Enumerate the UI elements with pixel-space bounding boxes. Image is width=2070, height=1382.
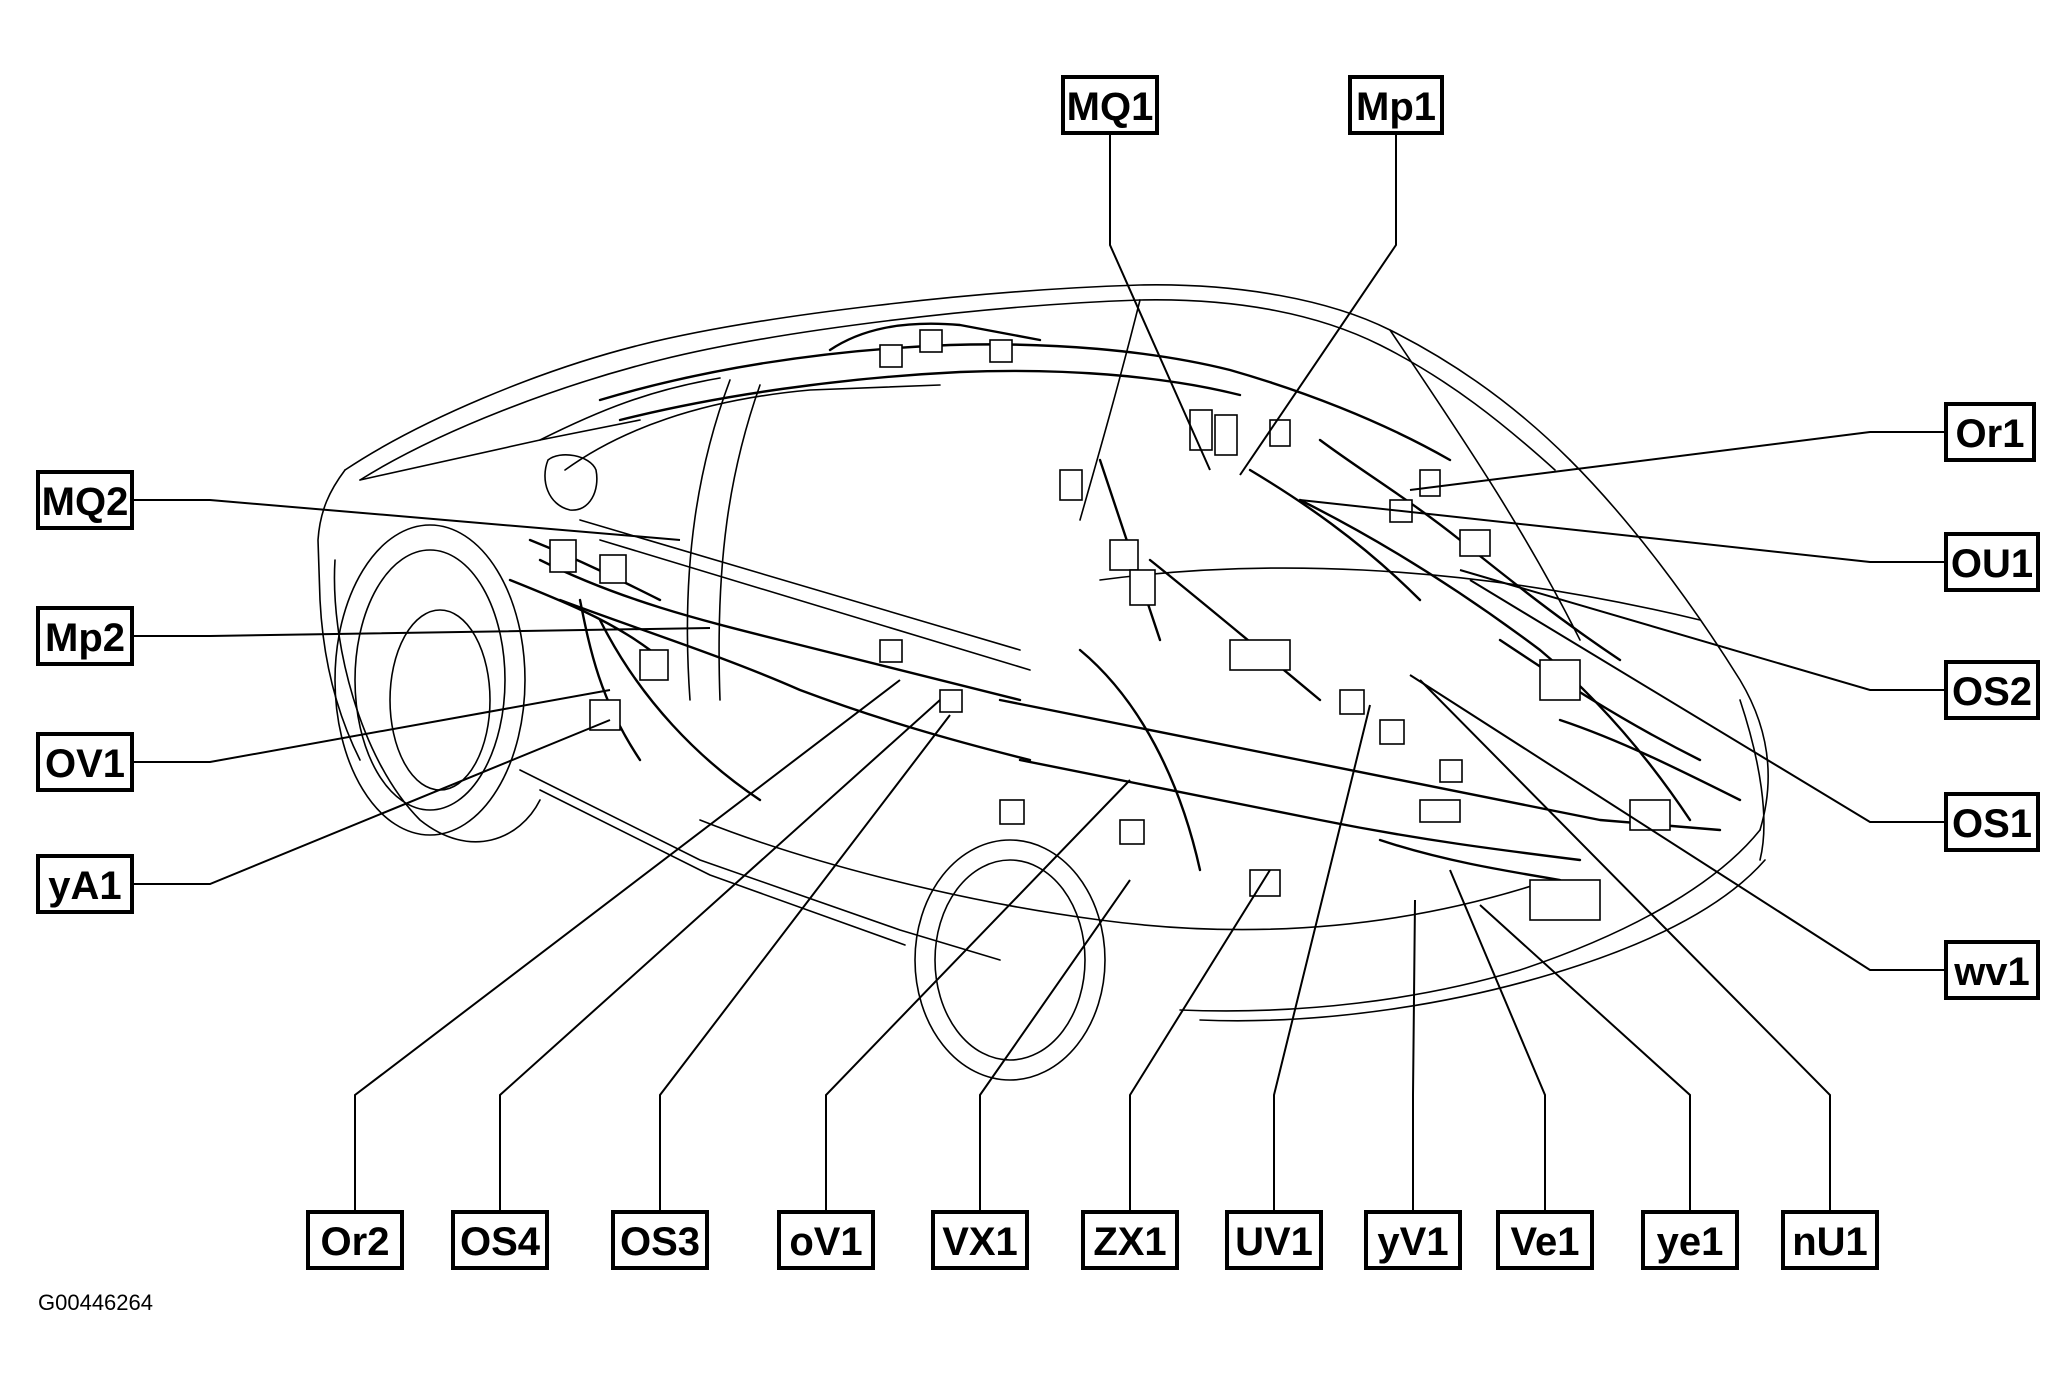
label-OS4: OS4 xyxy=(451,1210,549,1270)
label-UV1: UV1 xyxy=(1225,1210,1323,1270)
label-ye1: ye1 xyxy=(1641,1210,1739,1270)
leader-lines xyxy=(132,135,1946,1210)
label-Ve1: Ve1 xyxy=(1496,1210,1594,1270)
svg-text:MQ2: MQ2 xyxy=(42,480,129,524)
label-MQ2: MQ2 xyxy=(36,470,134,530)
label-VX1: VX1 xyxy=(931,1210,1029,1270)
callout-labels: MQ1 Mp1 Or1 OU1 OS2 OS1 wv1 M xyxy=(36,75,2040,1270)
svg-text:ye1: ye1 xyxy=(1657,1220,1724,1264)
leader-ZX1 xyxy=(1129,869,1271,1210)
label-wv1: wv1 xyxy=(1944,940,2040,1000)
leader-OV1 xyxy=(132,689,611,763)
leader-OS4 xyxy=(499,699,941,1210)
car-body-outline xyxy=(317,284,1769,1081)
svg-text:OS2: OS2 xyxy=(1952,670,2032,714)
svg-text:Or2: Or2 xyxy=(321,1220,390,1264)
label-MQ1: MQ1 xyxy=(1061,75,1159,135)
svg-text:wv1: wv1 xyxy=(1953,950,2030,994)
svg-text:nU1: nU1 xyxy=(1792,1220,1868,1264)
leader-yA1 xyxy=(132,719,611,885)
svg-text:Or1: Or1 xyxy=(1956,412,2025,456)
leader-wv1 xyxy=(1409,674,1946,971)
leader-OS3 xyxy=(659,714,951,1210)
svg-text:ZX1: ZX1 xyxy=(1093,1220,1166,1264)
wiring-harness xyxy=(508,322,1742,882)
label-yV1: yV1 xyxy=(1364,1210,1462,1270)
label-Or1: Or1 xyxy=(1944,402,2036,462)
svg-text:Mp2: Mp2 xyxy=(45,616,125,660)
leader-MQ2 xyxy=(132,499,681,541)
svg-text:OV1: OV1 xyxy=(45,742,125,786)
label-OS1: OS1 xyxy=(1944,792,2040,852)
leader-OS2 xyxy=(1459,569,1946,691)
svg-text:UV1: UV1 xyxy=(1235,1220,1313,1264)
svg-text:Mp1: Mp1 xyxy=(1356,85,1436,129)
connectors xyxy=(549,329,1671,921)
leader-Ve1 xyxy=(1449,869,1546,1210)
svg-text:Ve1: Ve1 xyxy=(1511,1220,1580,1264)
svg-text:yV1: yV1 xyxy=(1377,1220,1448,1264)
svg-text:oV1: oV1 xyxy=(789,1220,862,1264)
leader-VX1 xyxy=(979,879,1131,1210)
svg-text:yA1: yA1 xyxy=(48,864,121,908)
leader-Mp2 xyxy=(132,627,711,637)
label-OS2: OS2 xyxy=(1944,660,2040,720)
svg-text:OS1: OS1 xyxy=(1952,802,2032,846)
leader-oV1 xyxy=(825,779,1131,1210)
label-ZX1: ZX1 xyxy=(1081,1210,1179,1270)
leader-nU1 xyxy=(1419,679,1831,1210)
svg-text:OS3: OS3 xyxy=(620,1220,700,1264)
label-Or2: Or2 xyxy=(306,1210,404,1270)
leader-Or2 xyxy=(354,679,901,1210)
label-oV1: oV1 xyxy=(777,1210,875,1270)
leader-Or1 xyxy=(1409,431,1946,491)
label-OS3: OS3 xyxy=(611,1210,709,1270)
svg-text:MQ1: MQ1 xyxy=(1067,85,1154,129)
leader-Mp1 xyxy=(1239,135,1397,476)
figure-id: G00446264 xyxy=(38,1290,153,1315)
leader-OS1 xyxy=(1469,579,1946,823)
label-OU1: OU1 xyxy=(1944,532,2040,592)
label-Mp1: Mp1 xyxy=(1348,75,1444,135)
leader-ye1 xyxy=(1479,904,1691,1210)
label-nU1: nU1 xyxy=(1781,1210,1879,1270)
label-Mp2: Mp2 xyxy=(36,606,134,666)
leader-MQ1 xyxy=(1109,135,1211,471)
leader-yV1 xyxy=(1412,899,1416,1210)
leader-UV1 xyxy=(1273,704,1371,1210)
label-OV1: OV1 xyxy=(36,732,134,792)
svg-text:OU1: OU1 xyxy=(1951,542,2033,586)
label-yA1: yA1 xyxy=(36,854,134,914)
svg-text:VX1: VX1 xyxy=(942,1220,1018,1264)
leader-OU1 xyxy=(1299,499,1946,563)
svg-text:OS4: OS4 xyxy=(460,1220,541,1264)
